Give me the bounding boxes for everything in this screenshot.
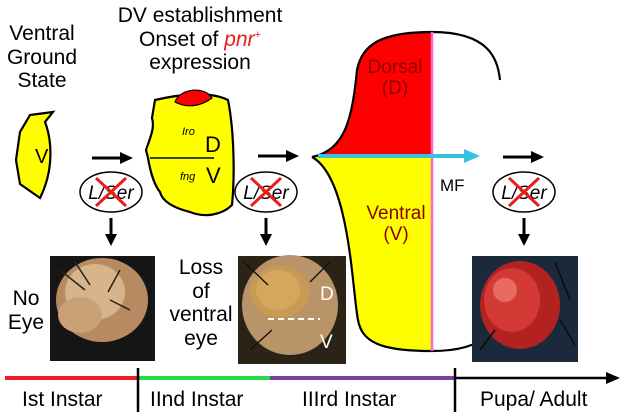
photo-no-eye: [50, 256, 155, 361]
caption-line: eye: [184, 326, 218, 350]
arrow-right-icon: [503, 151, 544, 163]
photo-loss-ventral-eye: D V: [238, 255, 346, 364]
mf-label: MF: [440, 176, 465, 195]
onset-text: Onset of: [138, 27, 225, 51]
stage1-title-line: State: [17, 69, 67, 93]
no-eye-caption: No Eye: [4, 287, 48, 334]
cross-icon: [249, 176, 283, 208]
ventral-label-line: Ventral: [366, 203, 426, 224]
caption-line: Loss: [178, 256, 224, 279]
eye-disc-outline: [311, 30, 502, 159]
stage2-title: DV establishment Onset of pnr+ expressio…: [104, 4, 296, 75]
timeline-label-iind: IInd Instar: [150, 388, 244, 411]
cyan-arrow-icon: [318, 149, 480, 163]
timeline: [5, 368, 620, 412]
ventral-letter: V: [206, 163, 221, 188]
photo-d-label: D: [320, 284, 334, 305]
arrow-right-icon: [258, 150, 299, 162]
arrow-down-icon: [105, 218, 117, 246]
cross-icon: [507, 176, 541, 208]
dorsal-letter: D: [205, 132, 221, 157]
stage1-title-line: Ventral: [9, 22, 75, 45]
eye-disc-ventral: [312, 157, 432, 351]
arrow-right-icon: [606, 372, 620, 384]
loss-ventral-caption: Loss of ventral eye: [166, 256, 236, 350]
dorsal-label-line: (D): [381, 78, 409, 100]
cross-icon: [94, 176, 128, 208]
ventral-disc-shape: [14, 110, 56, 200]
dorsal-label-line: Dorsal: [367, 57, 423, 78]
stage2-title-line2: Onset of pnr+: [104, 28, 296, 52]
caption-line: ventral: [169, 303, 233, 327]
stage1-title: Ventral Ground State: [6, 22, 78, 93]
gene-pnr: pnr: [224, 27, 255, 51]
arrow-down-icon: [518, 218, 530, 246]
timeline-label-ist: Ist Instar: [22, 388, 103, 411]
dv-disc-shape: [144, 93, 235, 217]
mutant-badge-3: L/Ser: [492, 171, 556, 213]
stage2-title-line1: DV establishment: [117, 4, 283, 27]
stage1-title-line: Ground: [6, 45, 78, 69]
ventral-label-line: (V): [383, 224, 409, 246]
dorsal-region-label: Dorsal (D): [356, 57, 434, 100]
timeline-label-pupa: Pupa/ Adult: [480, 388, 588, 411]
ventral-disc-letter: V: [35, 146, 49, 168]
fng-label: fng: [180, 171, 196, 183]
photo-v-label: V: [320, 332, 333, 353]
caption-line: Eye: [7, 310, 45, 334]
gene-pnr-sup: +: [254, 28, 261, 41]
arrow-right-icon: [92, 152, 133, 164]
mutant-badge-1: L/Ser: [79, 171, 143, 213]
eye-disc-dorsal: [312, 32, 432, 157]
iro-label: Iro: [182, 126, 195, 138]
arrow-down-icon: [260, 218, 272, 246]
ventral-region-label: Ventral (V): [356, 203, 436, 246]
caption-line: No: [12, 287, 40, 310]
timeline-label-iiird: IIIrd Instar: [302, 388, 397, 411]
stage2-title-line3: expression: [149, 51, 251, 75]
photo-adult-eye: [472, 256, 578, 362]
pnr-expression-cap: [174, 89, 213, 107]
mutant-badge-2: L/Ser: [234, 171, 298, 213]
caption-line: of: [192, 279, 210, 303]
